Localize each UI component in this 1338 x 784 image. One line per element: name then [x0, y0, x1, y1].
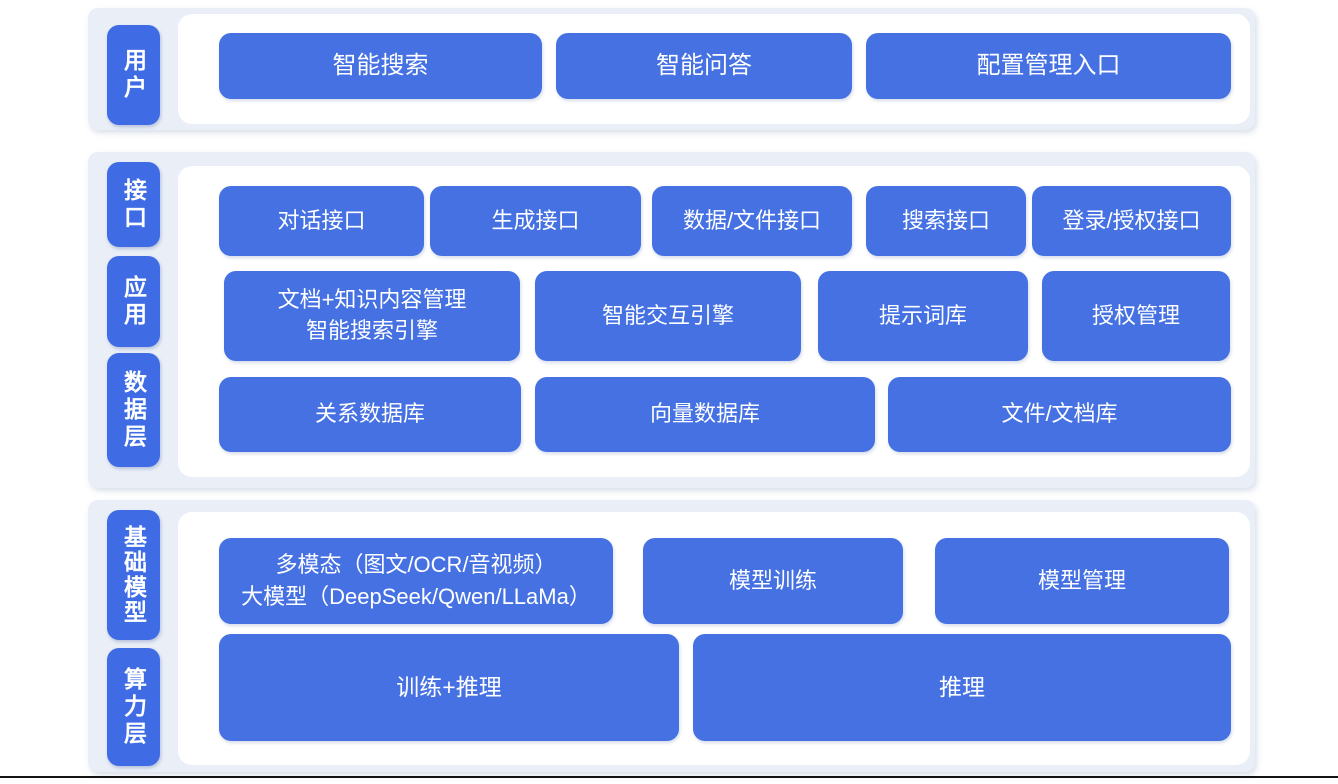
- box-doc-knowledge-search-engine: 文档+知识内容管理 智能搜索引擎: [224, 271, 520, 361]
- box-smart-interaction-engine: 智能交互引擎: [535, 271, 801, 361]
- box-model-management: 模型管理: [935, 538, 1229, 624]
- box-model-training: 模型训练: [643, 538, 903, 624]
- layer-label-data: 数据层: [107, 353, 160, 467]
- layer-label-compute: 算力层: [107, 648, 160, 766]
- box-file-document-library: 文件/文档库: [888, 377, 1231, 452]
- box-vector-database: 向量数据库: [535, 377, 875, 452]
- layer-label-user: 用户: [107, 25, 160, 125]
- box-multimodal-llm: 多模态（图文/OCR/音视频） 大模型（DeepSeek/Qwen/LLaMa）: [219, 538, 613, 624]
- box-login-auth-interface: 登录/授权接口: [1032, 186, 1231, 256]
- multimodal-line2: 大模型（DeepSeek/Qwen/LLaMa）: [241, 584, 591, 609]
- box-search-interface: 搜索接口: [866, 186, 1026, 256]
- box-generation-interface: 生成接口: [430, 186, 641, 256]
- layer-label-application: 应用: [107, 256, 160, 347]
- box-training-inference: 训练+推理: [219, 634, 679, 741]
- doc-knowledge-line2: 智能搜索引擎: [305, 318, 438, 343]
- box-data-file-interface: 数据/文件接口: [652, 186, 852, 256]
- box-inference: 推理: [693, 634, 1231, 741]
- layer-label-base-model: 基础模型: [107, 510, 160, 640]
- box-smart-search: 智能搜索: [219, 33, 542, 99]
- box-smart-qa: 智能问答: [556, 33, 852, 99]
- box-config-management-entry: 配置管理入口: [866, 33, 1231, 99]
- layer-label-interface: 接口: [107, 162, 160, 247]
- multimodal-line1: 多模态（图文/OCR/音视频）: [275, 552, 557, 578]
- box-relational-database: 关系数据库: [219, 377, 521, 452]
- doc-knowledge-line1: 文档+知识内容管理: [277, 287, 467, 313]
- bottom-border-line: [0, 776, 1338, 778]
- box-prompt-library: 提示词库: [818, 271, 1028, 361]
- box-authorization-management: 授权管理: [1042, 271, 1230, 361]
- box-dialog-interface: 对话接口: [219, 186, 424, 256]
